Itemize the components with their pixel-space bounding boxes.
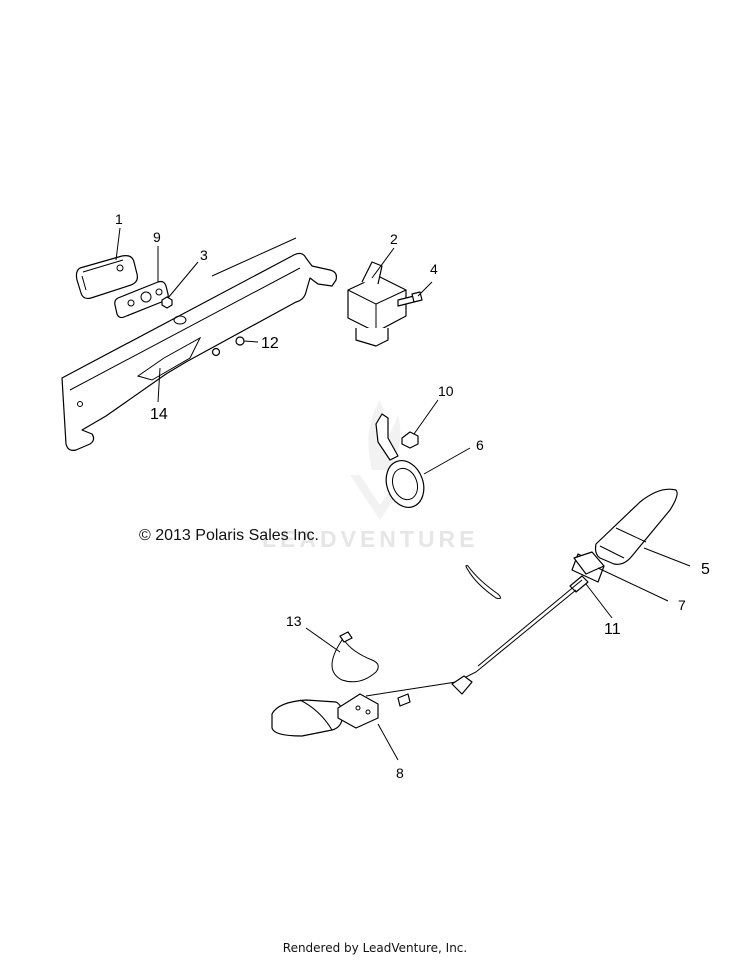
callout-10: 10 xyxy=(438,383,454,399)
wire-harness xyxy=(365,579,583,707)
callout-14: 14 xyxy=(150,406,168,423)
callout-7: 7 xyxy=(678,597,686,613)
part-6-horn[interactable] xyxy=(375,413,430,513)
part-7-plate[interactable] xyxy=(573,551,605,575)
callout-labels: 1 9 3 2 4 12 14 10 6 5 7 11 13 8 xyxy=(115,211,710,781)
callout-6: 6 xyxy=(476,437,484,453)
callout-13: 13 xyxy=(286,613,302,629)
callout-8: 8 xyxy=(396,765,404,781)
part-13-zip-tie[interactable] xyxy=(331,631,379,683)
callout-12: 12 xyxy=(261,335,279,352)
part-14-bracket[interactable] xyxy=(61,237,337,451)
callout-11: 11 xyxy=(604,621,621,638)
part-10-screw[interactable] xyxy=(401,431,419,449)
part-8-turn-signal-left[interactable] xyxy=(271,693,379,737)
callout-5: 5 xyxy=(701,561,710,578)
watermark-text: LEADVENTURE xyxy=(262,526,479,552)
part-1-tail-light[interactable] xyxy=(75,255,138,300)
callout-1: 1 xyxy=(115,211,123,227)
callout-2: 2 xyxy=(390,231,398,247)
footer-credit: Rendered by LeadVenture, Inc. xyxy=(282,941,468,955)
callout-3: 3 xyxy=(200,247,208,263)
part-3-nut[interactable] xyxy=(161,296,173,309)
part-12-nut[interactable] xyxy=(211,336,245,357)
callout-4: 4 xyxy=(430,261,438,277)
part-2-relay[interactable] xyxy=(347,261,407,347)
copyright-notice: © 2013 Polaris Sales Inc. xyxy=(139,527,319,544)
zip-tie-loose[interactable] xyxy=(465,565,502,599)
callout-9: 9 xyxy=(153,229,161,245)
part-11-spacer[interactable] xyxy=(569,575,589,593)
leader-lines xyxy=(115,227,691,761)
